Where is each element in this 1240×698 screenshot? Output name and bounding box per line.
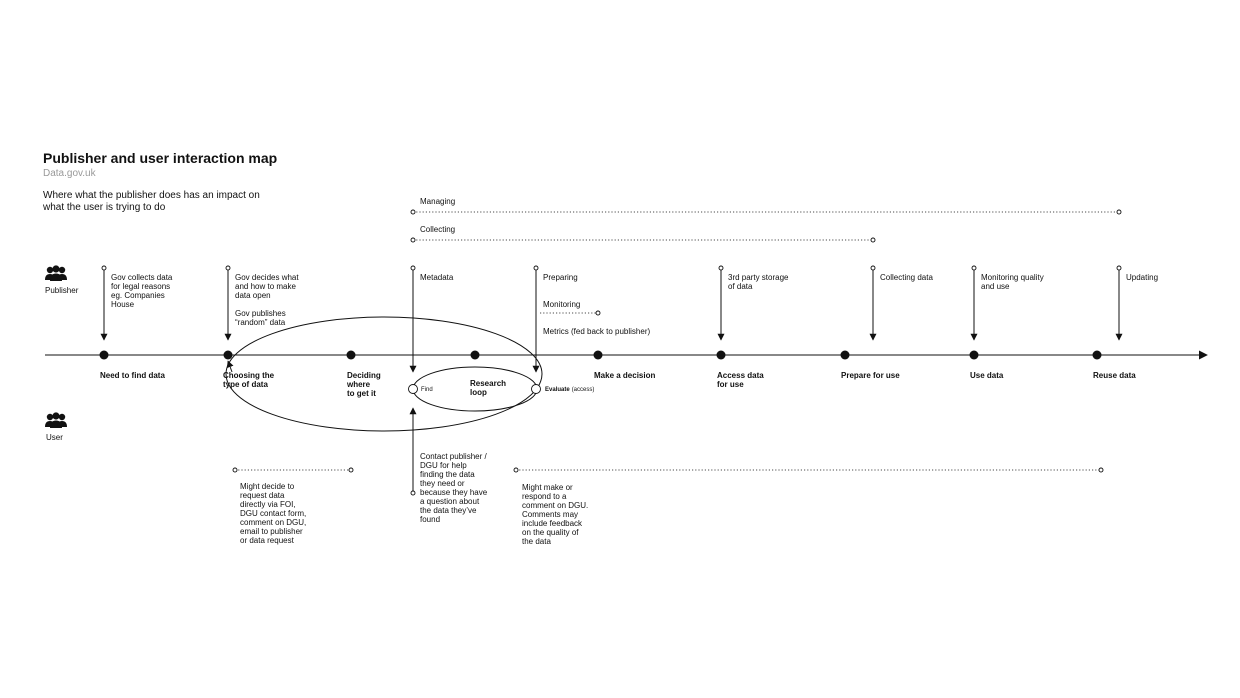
return-loop-arrowhead	[226, 360, 234, 373]
publisher-arrow-preparing-origin	[533, 265, 539, 271]
find-node	[408, 384, 418, 394]
publisher-arrow-gov-decides-origin	[225, 265, 231, 271]
publisher-lane-label: Publisher	[45, 286, 79, 295]
publisher-note-monitoring-quality: Monitoring quality and use	[981, 273, 1046, 291]
stage-dot-need-to-find	[99, 350, 109, 360]
stage-reuse-data: Reuse data	[1093, 371, 1136, 380]
publisher-note-updating: Updating	[1126, 273, 1158, 282]
stage-dot-deciding-where	[346, 350, 356, 360]
publisher-note-gov-publishes: Gov publishes “random” data	[235, 309, 288, 327]
user-people-icon	[45, 412, 67, 428]
stage-prepare-for-use: Prepare for use	[841, 371, 900, 380]
collecting-range-end	[870, 237, 876, 243]
stage-make-a-decision: Make a decision	[594, 371, 655, 380]
user-range-request-start	[232, 467, 238, 473]
evaluate-label: Evaluate(access)	[545, 387, 594, 393]
managing-range-label: Managing	[420, 197, 455, 206]
publisher-note-collecting-data: Collecting data	[880, 273, 933, 282]
stage-dot-prepare	[840, 350, 850, 360]
user-arrow-contact-origin	[410, 490, 416, 496]
publisher-note-gov-decides: Gov decides what and how to make data op…	[235, 273, 301, 300]
stage-dot-research	[470, 350, 480, 360]
stage-use-data: Use data	[970, 371, 1004, 380]
publisher-arrow-collecting-data-origin	[870, 265, 876, 271]
publisher-people-icon	[45, 265, 67, 281]
user-note-comment-on-dgu: Might make or respond to a comment on DG…	[522, 483, 590, 546]
publisher-note-legal: Gov collects data for legal reasons eg. …	[111, 273, 175, 309]
stage-dot-use-data	[969, 350, 979, 360]
monitoring-range-end	[595, 310, 601, 316]
stage-deciding-where-to-get-it: Deciding where to get it	[346, 371, 383, 398]
stage-dot-choosing-type	[223, 350, 233, 360]
user-note-request-data: Might decide to request data directly vi…	[240, 482, 308, 545]
stage-dot-make-decision	[593, 350, 603, 360]
stage-choosing-type-of-data: Choosing the type of data	[223, 371, 276, 389]
collecting-range-start	[410, 237, 416, 243]
page-title: Publisher and user interaction map	[43, 150, 277, 166]
stage-access-data-for-use: Access data for use	[717, 371, 766, 389]
publisher-arrow-monitoring-quality-origin	[971, 265, 977, 271]
publisher-arrow-legal-origin	[101, 265, 107, 271]
user-lane-label: User	[46, 433, 63, 442]
publisher-note-preparing: Preparing	[543, 273, 578, 282]
evaluate-node	[531, 384, 541, 394]
publisher-arrow-updating-origin	[1116, 265, 1122, 271]
user-range-request-end	[348, 467, 354, 473]
page-description-line-1: Where what the publisher does has an imp…	[43, 190, 260, 201]
managing-range-start	[410, 209, 416, 215]
stage-dot-reuse-data	[1092, 350, 1102, 360]
user-note-contact-publisher: Contact publisher / DGU for help finding…	[420, 452, 489, 524]
monitoring-range-label: Monitoring	[543, 300, 580, 309]
return-loop-ellipse	[225, 316, 543, 432]
managing-range-end	[1116, 209, 1122, 215]
publisher-arrow-storage-origin	[718, 265, 724, 271]
publisher-note-storage: 3rd party storage of data	[728, 273, 791, 291]
stage-dot-access-data	[716, 350, 726, 360]
user-range-comment-end	[1098, 467, 1104, 473]
publisher-arrow-metadata-origin	[410, 265, 416, 271]
user-range-comment-start	[513, 467, 519, 473]
collecting-range-label: Collecting	[420, 225, 455, 234]
publisher-note-metrics: Metrics (fed back to publisher)	[543, 327, 650, 336]
stage-need-to-find-data: Need to find data	[100, 371, 165, 380]
research-loop-label: Research loop	[470, 379, 508, 397]
find-label: Find	[421, 387, 433, 393]
publisher-note-metadata: Metadata	[420, 273, 454, 282]
page-description-line-2: what the user is trying to do	[42, 202, 166, 213]
page-subtitle: Data.gov.uk	[43, 168, 97, 179]
